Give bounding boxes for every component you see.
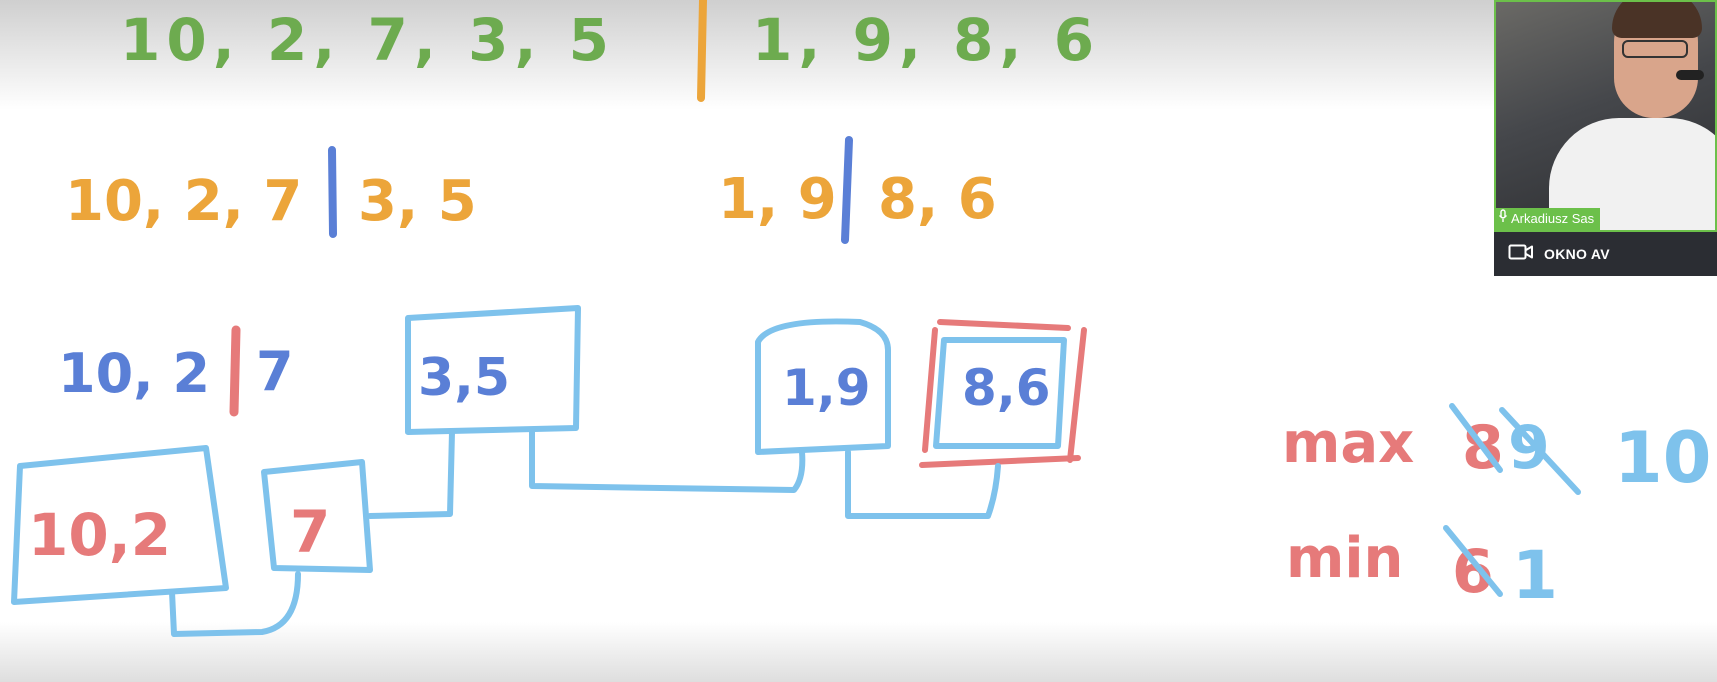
webcam-window-bar[interactable]: OKNO AV bbox=[1494, 232, 1717, 276]
max-value: 10 bbox=[1614, 417, 1711, 499]
min-value: 1 bbox=[1512, 537, 1558, 614]
box-3-5 bbox=[405, 305, 581, 435]
box-8-6-label: 8,6 bbox=[962, 359, 1051, 417]
row1-divider bbox=[697, 0, 707, 102]
box-7 bbox=[261, 459, 373, 573]
row3-pair-left: 10, 2 bbox=[58, 342, 210, 405]
max-cross-strokes bbox=[1449, 403, 1581, 495]
min-cross-stroke bbox=[1443, 525, 1503, 597]
box-3-5-label: 3,5 bbox=[418, 348, 510, 408]
webcam-video: Arkadiusz Sas bbox=[1494, 0, 1717, 232]
min-crossed-6: 6 bbox=[1452, 537, 1494, 607]
box-8-6 bbox=[933, 337, 1067, 449]
connector-7-to-3-5 bbox=[367, 429, 455, 519]
box-7-label: 7 bbox=[290, 498, 330, 566]
webcam-panel[interactable]: Arkadiusz Sas OKNO AV bbox=[1494, 0, 1717, 276]
box-1-9 bbox=[755, 318, 891, 455]
speaker-glasses bbox=[1622, 40, 1688, 58]
box-1-9-label: 1,9 bbox=[782, 359, 871, 417]
video-camera-icon[interactable] bbox=[1508, 243, 1534, 265]
connector-10-2-to-7 bbox=[169, 571, 301, 637]
box-10-2-label: 10,2 bbox=[28, 501, 171, 569]
webcam-bar-label: OKNO AV bbox=[1544, 246, 1610, 262]
row2-group-b-right: 8, 6 bbox=[878, 167, 997, 232]
connector-1-9-to-8-6 bbox=[845, 449, 1001, 519]
row3-red-divider bbox=[229, 325, 241, 417]
row2-group-a-left: 10, 2, 7 bbox=[65, 169, 302, 234]
box-10-2 bbox=[11, 445, 229, 605]
connector-3-5-to-1-9 bbox=[529, 429, 806, 493]
min-label: min bbox=[1286, 526, 1403, 591]
max-label: max bbox=[1282, 411, 1414, 476]
participant-name-tag: Arkadiusz Sas bbox=[1494, 208, 1601, 230]
row2-divider-b bbox=[841, 136, 853, 244]
microphone-icon bbox=[1498, 208, 1508, 230]
row1-left-numbers: 10, 2, 7, 3, 5 bbox=[120, 6, 615, 74]
row2-group-a-right: 3, 5 bbox=[358, 169, 477, 234]
speaker-hair bbox=[1612, 0, 1702, 38]
row1-right-numbers: 1, 9, 8, 6 bbox=[752, 6, 1100, 74]
headset-mic bbox=[1676, 70, 1704, 80]
row2-group-b-left: 1, 9 bbox=[718, 167, 837, 232]
box-8-6-red-outline bbox=[919, 319, 1087, 468]
row3-pair-right: 7 bbox=[256, 340, 294, 403]
row2-divider-a bbox=[328, 146, 337, 238]
participant-name: Arkadiusz Sas bbox=[1511, 211, 1595, 226]
